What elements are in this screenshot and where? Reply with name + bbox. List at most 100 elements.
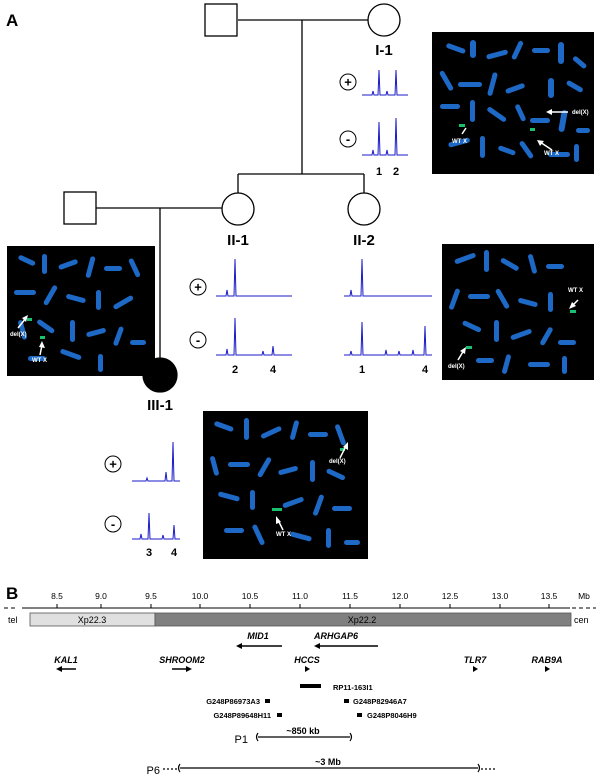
fish-i1-del-label: del(X)	[572, 110, 589, 116]
fish-iii1-wt-label: WT X	[276, 532, 291, 538]
genes: MID1 ARHGAP6 KAL1 SHROOM2 HCCS TLR7 RAB9…	[54, 631, 563, 672]
chromosome-bar: tel cen Xp22.3 Xp22.2	[8, 612, 589, 627]
tick-label: 11.5	[342, 591, 358, 601]
gene-marker-rab9a	[545, 666, 550, 672]
plus-text-ii1: +	[194, 280, 202, 295]
individual-label-iii1: III-1	[147, 397, 173, 414]
gene-marker-hccs	[305, 666, 310, 672]
peak-label-ii1-b: 4	[270, 364, 277, 376]
clones: RP11-163I1 G248P86973A3 G248P82946A7 G24…	[206, 683, 416, 720]
peak-label-ii1-a: 2	[232, 364, 238, 376]
fish-image-iii1: del(X) WT X	[203, 411, 368, 559]
tick-label: 10.5	[242, 591, 259, 601]
individual-label-i1: I-1	[375, 42, 393, 59]
peak-label-ii2-a: 1	[359, 364, 365, 376]
peak-label-i1-a: 1	[376, 166, 382, 178]
fish-ii1-del-label: del(X)	[10, 332, 27, 338]
peak-label-iii1-a: 3	[146, 547, 152, 559]
clone-label-89648h11: G248P89648H11	[213, 711, 271, 720]
trace-group-iii1: + - 3 4	[104, 441, 180, 559]
minus-sign-ii1	[189, 331, 207, 349]
distance-label-p1: ~850 kb	[286, 726, 320, 736]
band-label-xp22-3: Xp22.3	[78, 615, 107, 625]
patient-label-p6: P6	[147, 765, 160, 777]
deletion-p6: P6 ~3 Mb	[147, 757, 497, 777]
fish-ii1-wt-label: WT X	[32, 358, 47, 364]
pedigree	[96, 19, 368, 358]
gene-label-kal1: KAL1	[54, 655, 78, 665]
gene-label-arhgap6: ARHGAP6	[313, 631, 359, 641]
panel-a-label: A	[6, 11, 18, 30]
gene-label-tlr7: TLR7	[464, 655, 487, 665]
gene-label-rab9a: RAB9A	[531, 655, 562, 665]
plus-text-iii1: +	[109, 457, 117, 472]
gene-label-shroom2: SHROOM2	[159, 655, 205, 665]
trace-ii2-plus	[344, 258, 432, 297]
panel-b-label: B	[6, 584, 18, 603]
peak-label-i1-b: 2	[393, 166, 399, 178]
trace-iii1-plus	[132, 441, 180, 482]
band-label-xp22-2: Xp22.2	[348, 615, 377, 625]
tick-label: 12.0	[392, 591, 409, 601]
clone-label-rp11: RP11-163I1	[333, 683, 373, 692]
fish-ii2-del-label: del(X)	[448, 364, 465, 370]
clone-label-82946a7: G248P82946A7	[353, 697, 407, 706]
mb-axis: 8.5 9.0 9.5 10.0 10.5 11.0 11.5 12.0 12.…	[4, 591, 596, 609]
individual-label-ii1: II-1	[227, 232, 249, 249]
peak-label-iii1-b: 4	[171, 547, 178, 559]
distance-label-p6: ~3 Mb	[315, 757, 341, 767]
plus-sign-ii1	[189, 278, 207, 296]
band-xp22-2	[154, 612, 572, 627]
pedigree-female-ii2	[347, 192, 381, 226]
trace-iii1-minus	[132, 512, 180, 540]
tick-label: 9.5	[145, 591, 157, 601]
patient-label-p1: P1	[235, 734, 248, 746]
minus-text-ii1: -	[196, 333, 200, 348]
tick-label: 12.5	[442, 591, 459, 601]
trace-group-ii2: 1 4	[344, 258, 432, 376]
individual-label-ii2: II-2	[353, 232, 375, 249]
plus-sign-iii1	[104, 455, 122, 473]
fish-iii1-del-label: del(X)	[329, 459, 346, 465]
minus-text-i1: -	[346, 132, 350, 147]
pedigree-female-i1	[367, 3, 401, 37]
pedigree-female-ii1	[221, 192, 255, 226]
tick-label: 13.0	[492, 591, 509, 601]
gene-label-mid1: MID1	[247, 631, 269, 641]
minus-text-iii1: -	[111, 517, 115, 532]
fish-ii2-wt-label: WT X	[568, 288, 583, 294]
clone-rp11-bar	[300, 684, 321, 688]
trace-i1-minus	[362, 117, 408, 156]
trace-group-i1: + - 1 2	[339, 69, 408, 178]
peak-label-ii2-b: 4	[422, 364, 429, 376]
fish-image-ii2: WT X del(X)	[442, 244, 594, 380]
deletion-p1: P1 ~850 kb	[235, 726, 353, 746]
minus-sign-iii1	[104, 515, 122, 533]
minus-sign-i1	[339, 130, 357, 148]
tick-label: 10.0	[192, 591, 209, 601]
tick-label: 11.0	[292, 591, 308, 601]
plus-text-i1: +	[344, 75, 352, 90]
trace-ii1-plus	[216, 258, 292, 297]
trace-i1-plus	[362, 69, 408, 96]
mb-unit-label: Mb	[578, 591, 590, 601]
pedigree-male-ii	[63, 191, 97, 225]
trace-ii1-minus	[216, 317, 292, 356]
clone-label-8046h9: G248P8046H9	[367, 711, 417, 720]
fish-i1-wt-label-2: WT X	[544, 151, 559, 157]
cen-label: cen	[574, 615, 589, 625]
tel-label: tel	[8, 615, 18, 625]
pedigree-male-i	[204, 3, 238, 37]
tick-label: 13.5	[541, 591, 558, 601]
tick-label: 8.5	[51, 591, 63, 601]
clone-label-86973a3: G248P86973A3	[206, 697, 260, 706]
trace-group-ii1: + - 2 4	[189, 258, 292, 376]
trace-ii2-minus	[344, 321, 432, 356]
tick-label: 9.0	[95, 591, 107, 601]
fish-i1-wt-label: WT X	[452, 139, 467, 145]
plus-sign-i1	[339, 73, 357, 91]
gene-label-hccs: HCCS	[294, 655, 320, 665]
fish-image-ii1: del(X) WT X	[7, 246, 155, 376]
gene-marker-tlr7	[473, 666, 478, 672]
